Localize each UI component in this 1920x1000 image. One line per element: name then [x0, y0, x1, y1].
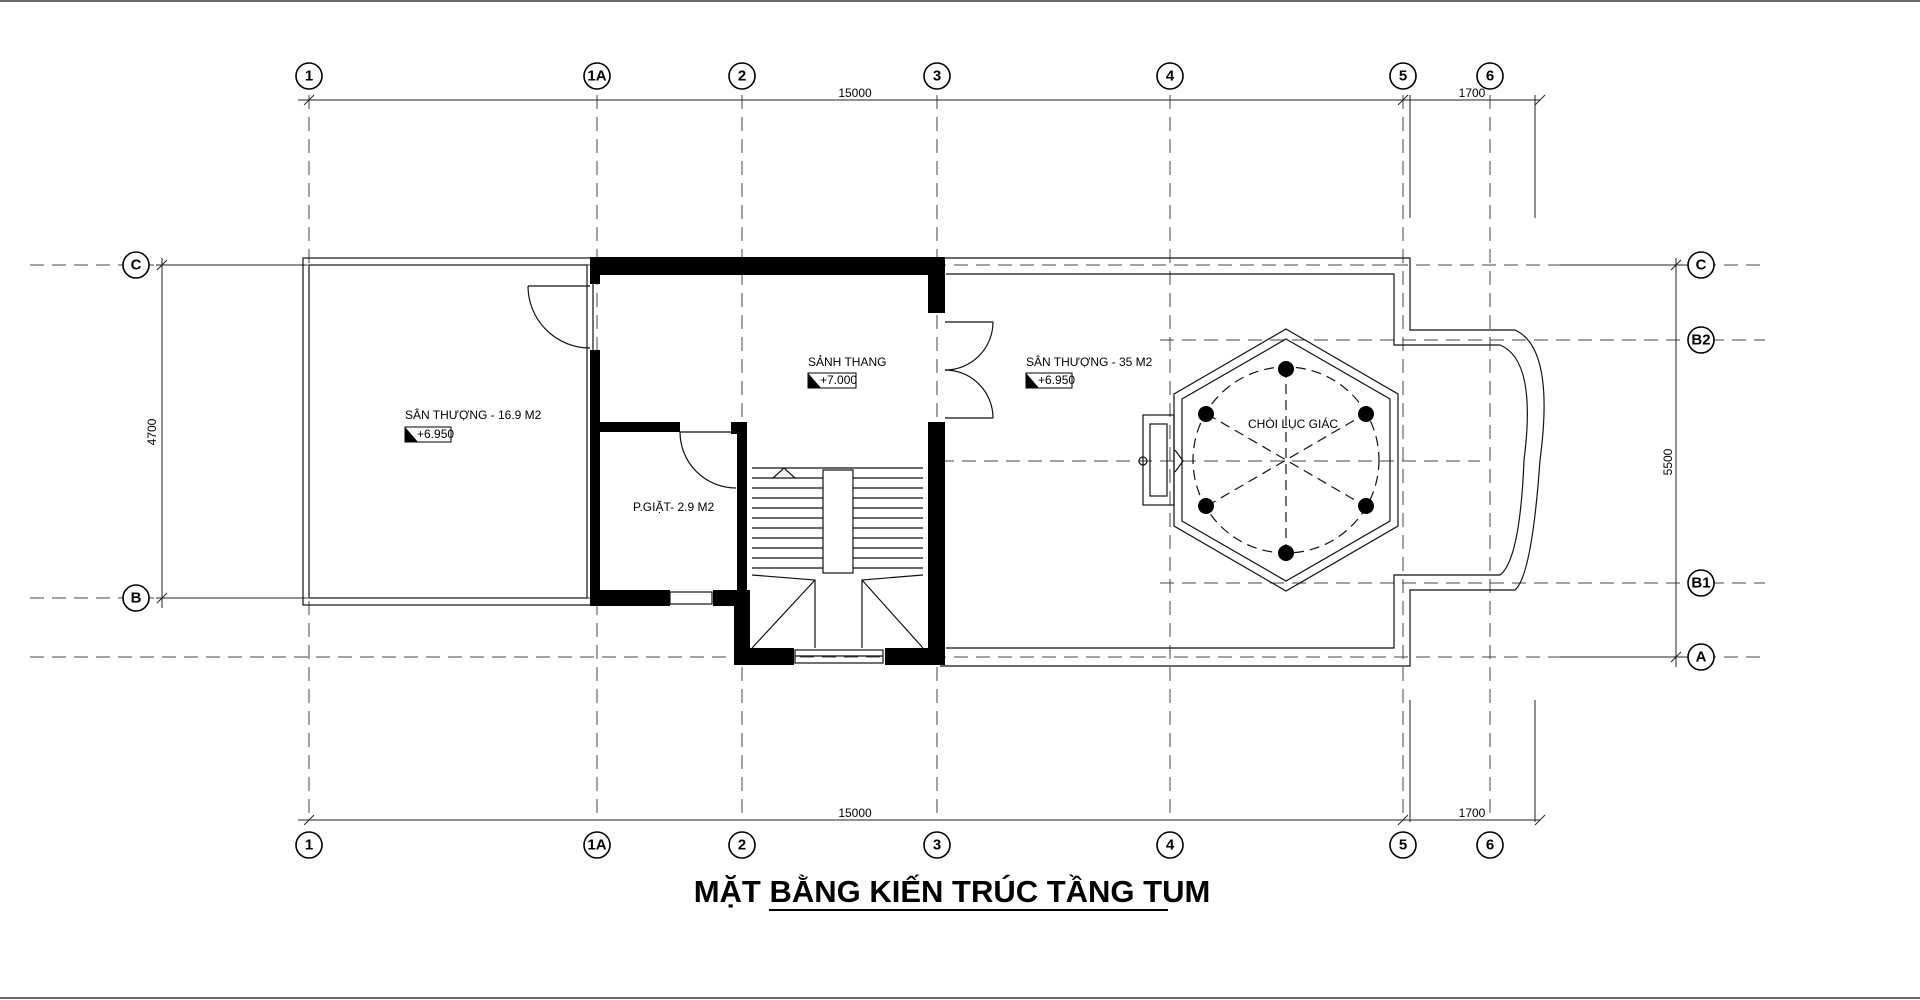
- pavilion-label: CHÒI LỤC GIÁC: [1248, 416, 1338, 431]
- svg-text:6: 6: [1486, 837, 1494, 854]
- grid-bubble-top-3: 3: [923, 62, 951, 90]
- grid-bubble-bottom-3: 3: [923, 831, 951, 859]
- room-label-stair-hall: SẢNH THANG: [808, 354, 886, 369]
- grid-bubbles-left: C B: [122, 251, 150, 612]
- hexagonal-pavilion: [1138, 328, 1399, 592]
- door-swings: [527, 285, 994, 664]
- svg-text:C: C: [131, 257, 142, 274]
- room-label-terrace-left: SÂN THƯỢNG - 16.9 M2: [405, 407, 542, 422]
- svg-text:1: 1: [305, 68, 313, 85]
- dim-bottom-main: 15000: [838, 806, 872, 820]
- room-label-laundry: P.GIẶT- 2.9 M2: [633, 499, 714, 514]
- svg-text:A: A: [1696, 649, 1707, 666]
- svg-text:3: 3: [933, 68, 941, 85]
- grid-bubble-bottom-6: 6: [1476, 831, 1504, 859]
- svg-text:C: C: [1696, 257, 1707, 274]
- dim-top-main: 15000: [838, 86, 872, 100]
- grid-bubble-right-a: A: [1687, 643, 1715, 671]
- grid-bubble-top-6: 6: [1476, 62, 1504, 90]
- dim-bottom-side: 1700: [1459, 806, 1486, 820]
- grid-bubble-top-1: 1: [295, 62, 323, 90]
- svg-text:B: B: [131, 590, 142, 607]
- grid-bubble-top-5: 5: [1389, 62, 1417, 90]
- svg-text:+6.950: +6.950: [1038, 373, 1075, 387]
- svg-text:1: 1: [305, 837, 313, 854]
- stair-core-walls: [590, 257, 945, 665]
- svg-text:1A: 1A: [587, 68, 606, 85]
- grid-bubble-bottom-4: 4: [1156, 831, 1184, 859]
- svg-text:6: 6: [1486, 68, 1494, 85]
- elevation-marker-stair-hall: +7.000: [807, 372, 857, 389]
- vertical-grid-lines: [308, 95, 1491, 820]
- grid-bubble-bottom-1: 1: [295, 831, 323, 859]
- grid-bubble-right-b2: B2: [1687, 326, 1715, 354]
- svg-text:B2: B2: [1691, 332, 1710, 349]
- svg-text:+6.950: +6.950: [417, 427, 454, 441]
- grid-bubble-left-b: B: [122, 584, 150, 612]
- svg-text:5: 5: [1399, 837, 1407, 854]
- svg-text:5: 5: [1399, 68, 1407, 85]
- grid-bubble-left-c: C: [122, 251, 150, 279]
- elevation-marker-terrace-right: +6.950: [1025, 372, 1075, 389]
- drawing-title: MẶT BẰNG KIẾN TRÚC TẦNG TUM: [694, 873, 1211, 909]
- room-label-terrace-right: SÂN THƯỢNG - 35 M2: [1026, 354, 1153, 369]
- grid-bubble-top-2: 2: [728, 62, 756, 90]
- staircase: [751, 467, 924, 649]
- grid-bubble-top-4: 4: [1156, 62, 1184, 90]
- dimension-lines: [156, 94, 1690, 826]
- grid-bubble-bottom-5: 5: [1389, 831, 1417, 859]
- dim-right-vertical: 5500: [1661, 448, 1675, 475]
- grid-bubbles-bottom: 1 1A 2 3 4 5 6: [295, 831, 1504, 859]
- svg-text:4: 4: [1166, 837, 1175, 854]
- terrace-right-outline: [940, 257, 1545, 667]
- svg-text:+7.000: +7.000: [820, 373, 857, 387]
- grid-bubble-right-b1: B1: [1687, 569, 1715, 597]
- grid-bubbles-top: 1 1A 2 3 4 5 6: [295, 62, 1504, 90]
- dim-left-vertical: 4700: [145, 418, 159, 445]
- grid-bubble-right-c: C: [1687, 251, 1715, 279]
- dim-top-side: 1700: [1459, 86, 1486, 100]
- svg-text:4: 4: [1166, 68, 1175, 85]
- svg-text:3: 3: [933, 837, 941, 854]
- grid-bubble-top-1a: 1A: [583, 62, 611, 90]
- elevation-marker-terrace-left: +6.950: [404, 426, 454, 443]
- svg-text:2: 2: [738, 68, 746, 85]
- grid-bubbles-right: C B2 B1 A: [1687, 251, 1715, 671]
- grid-bubble-bottom-1a: 1A: [583, 831, 611, 859]
- svg-text:2: 2: [738, 837, 746, 854]
- grid-bubble-bottom-2: 2: [728, 831, 756, 859]
- svg-text:B1: B1: [1691, 575, 1710, 592]
- svg-text:1A: 1A: [587, 837, 606, 854]
